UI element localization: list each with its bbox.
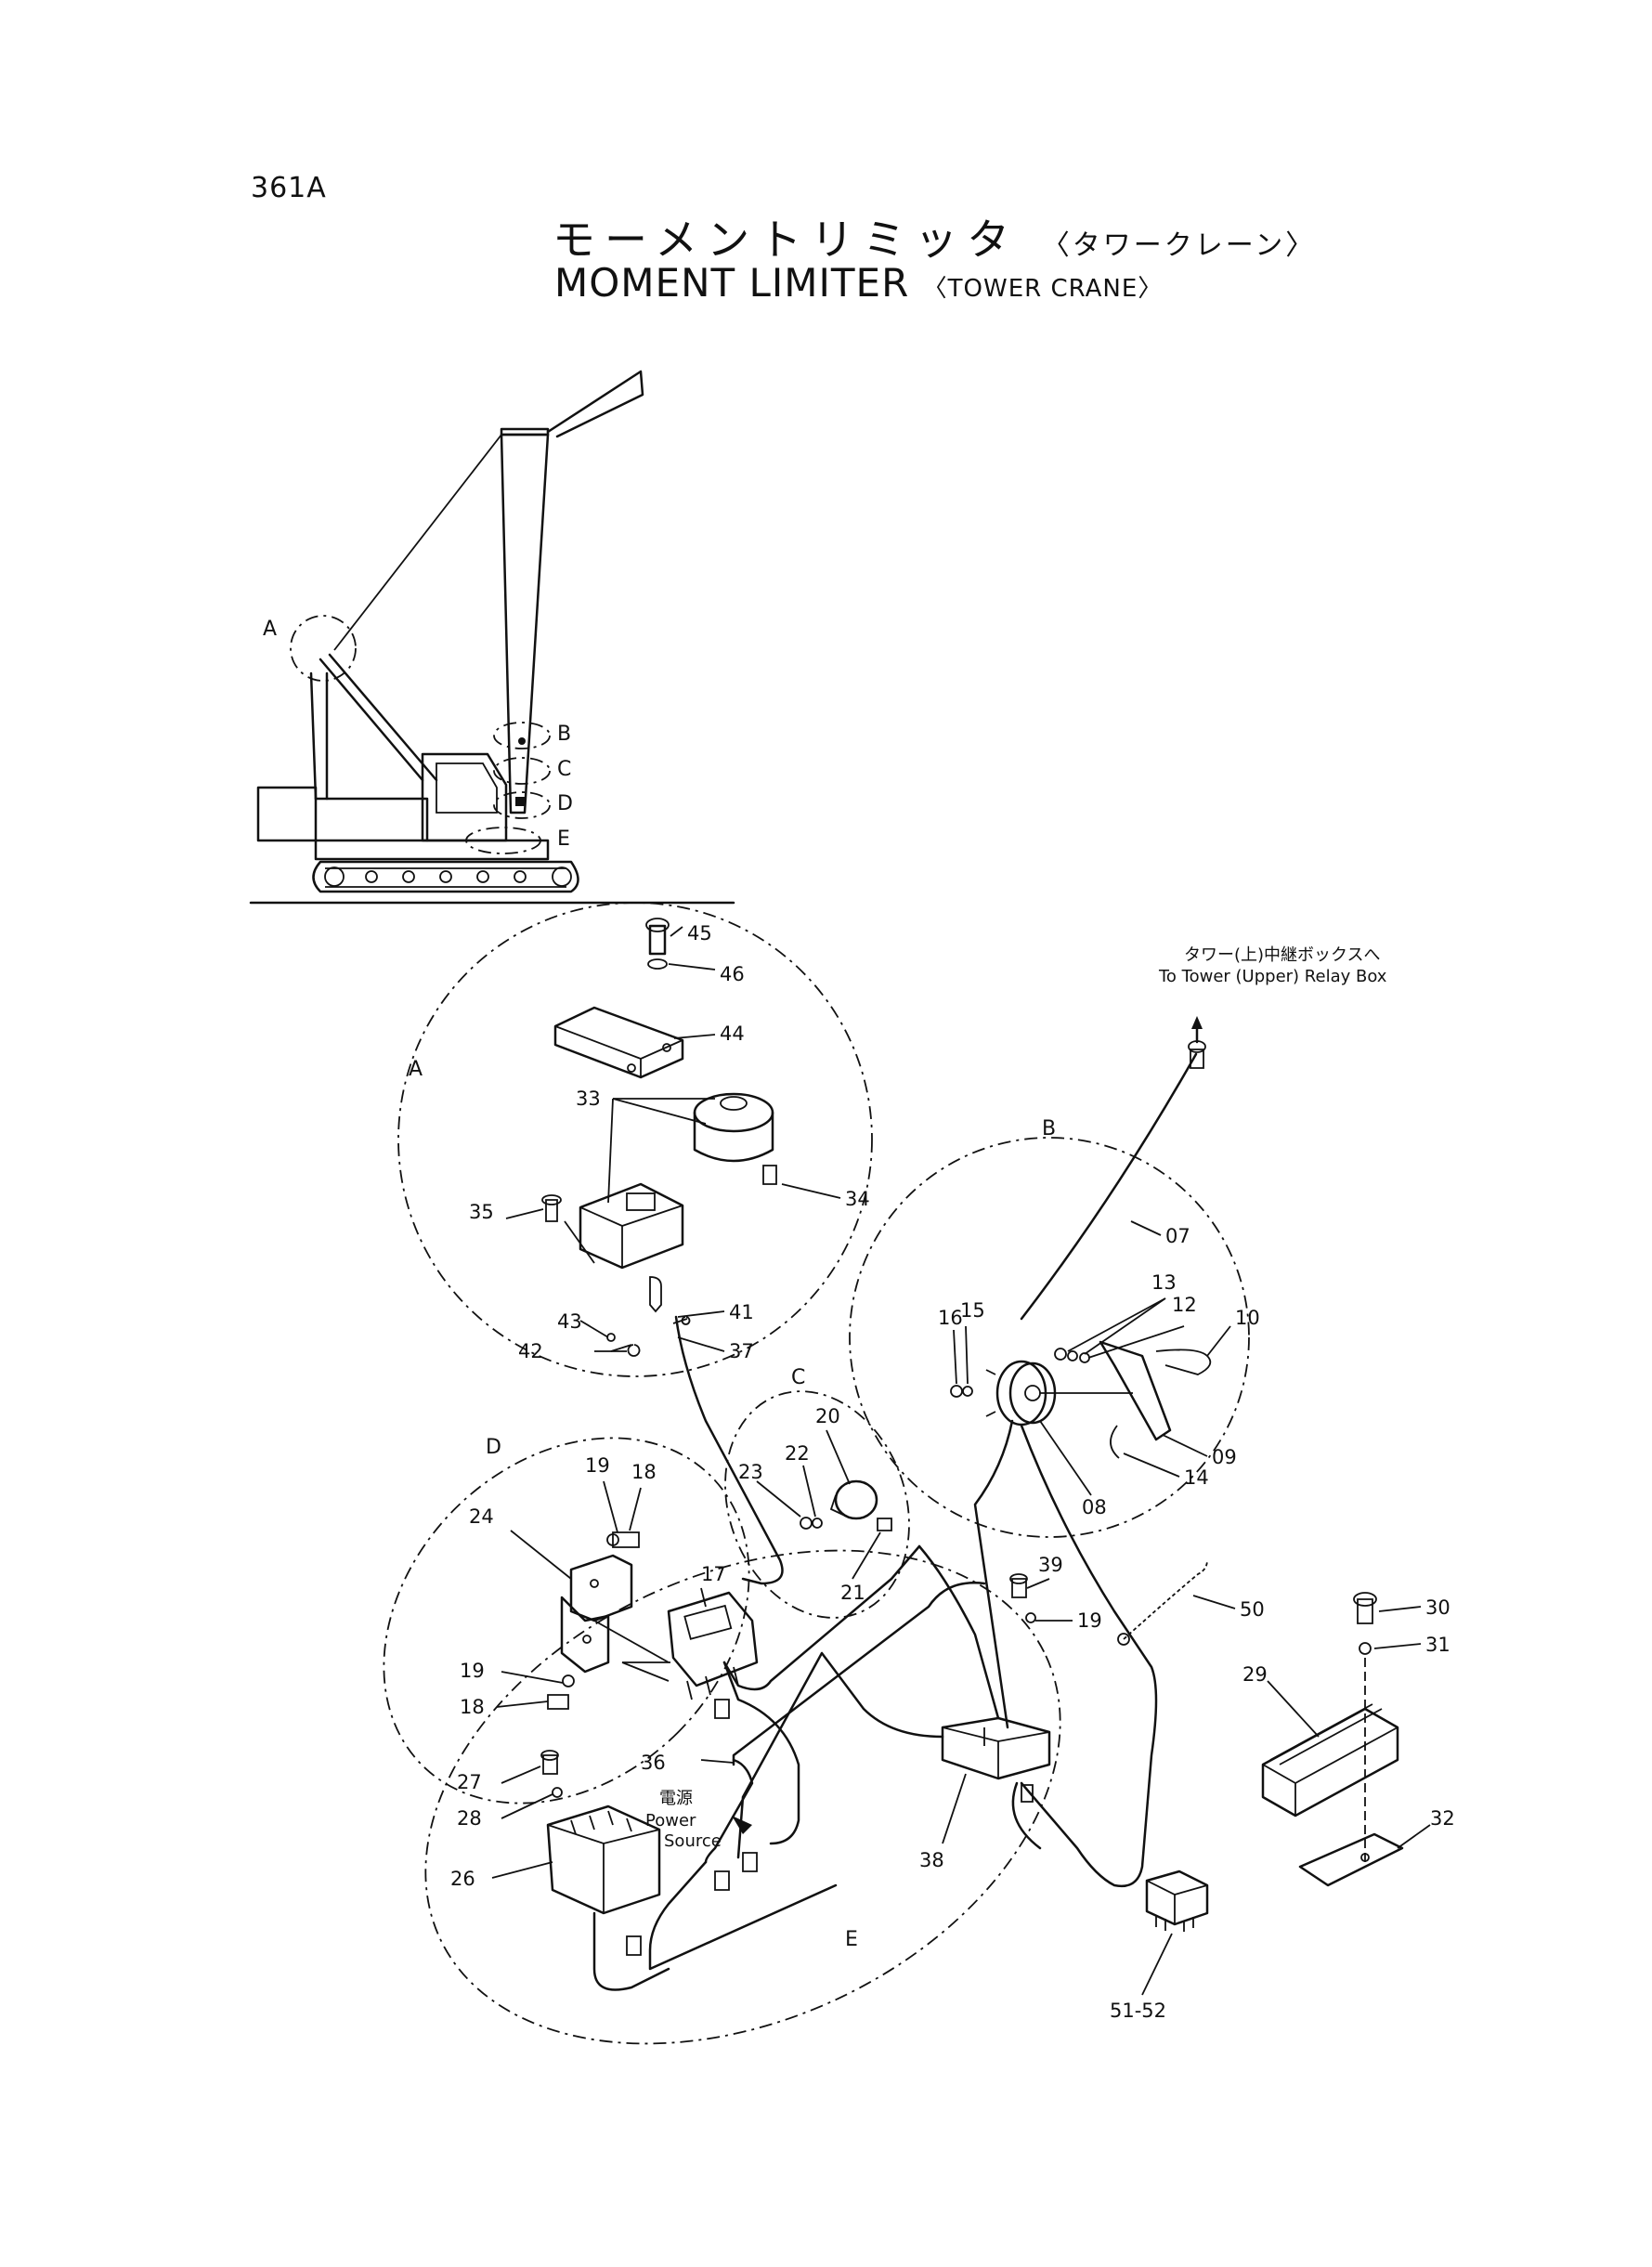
- callout-13: 13: [1151, 1271, 1177, 1294]
- detail-a-label: A: [409, 1058, 423, 1081]
- detail-d-label: D: [486, 1436, 501, 1459]
- callout-16: 16: [938, 1307, 963, 1329]
- callout-42: 42: [518, 1340, 543, 1362]
- overview-marker-d: D: [557, 792, 573, 815]
- callout-32: 32: [1430, 1807, 1455, 1830]
- detail-a: A 45 46 44 33 34: [397, 902, 873, 1377]
- detail-c: C 20 22 23 21: [724, 1366, 910, 1619]
- detail-e-label: E: [845, 1928, 858, 1951]
- callout-19-lower: 19: [460, 1660, 485, 1682]
- title-jp-sub: 〈タワークレーン〉: [1041, 229, 1317, 262]
- callout-23: 23: [738, 1461, 763, 1483]
- callout-30: 30: [1425, 1596, 1450, 1619]
- callout-15: 15: [960, 1299, 985, 1322]
- overview-marker-b: B: [557, 723, 571, 746]
- power-note-en-2: Source: [664, 1831, 722, 1851]
- callout-26: 26: [450, 1868, 475, 1890]
- callout-45: 45: [687, 922, 712, 945]
- callout-38: 38: [919, 1849, 944, 1871]
- callout-18-lower: 18: [460, 1696, 485, 1718]
- callout-08: 08: [1082, 1496, 1107, 1518]
- callout-36: 36: [641, 1752, 666, 1774]
- wiring-harness: [592, 1315, 1158, 1991]
- callout-35: 35: [469, 1201, 494, 1223]
- detail-d: D 19 18 24 17 19 18: [383, 1436, 759, 1804]
- callout-33: 33: [576, 1088, 601, 1110]
- overview-marker-c: C: [557, 758, 571, 781]
- callout-22: 22: [785, 1442, 810, 1465]
- callout-24: 24: [469, 1505, 494, 1528]
- page-number: 361A: [251, 172, 327, 204]
- callout-44: 44: [720, 1023, 745, 1045]
- callout-31: 31: [1425, 1634, 1450, 1656]
- detail-c-label: C: [791, 1366, 805, 1389]
- callout-34: 34: [845, 1188, 870, 1210]
- callout-19-right: 19: [1077, 1609, 1102, 1632]
- detail-b-label: B: [1042, 1117, 1056, 1140]
- callout-41: 41: [729, 1301, 754, 1323]
- crane-overview: A B C D E: [249, 370, 735, 905]
- callout-37: 37: [729, 1340, 754, 1362]
- callout-29: 29: [1242, 1663, 1268, 1686]
- callout-46: 46: [720, 963, 745, 985]
- title-jp-main: モーメントリミッタ: [553, 215, 1020, 265]
- callout-27: 27: [457, 1771, 482, 1793]
- callout-18-upper: 18: [631, 1461, 657, 1483]
- loose-parts: 50 30 31 29 32 51-52: [1110, 1559, 1455, 2022]
- callout-50: 50: [1240, 1598, 1265, 1621]
- callout-09: 09: [1212, 1446, 1237, 1468]
- callout-07: 07: [1165, 1225, 1190, 1247]
- callout-14: 14: [1184, 1466, 1209, 1489]
- title-en-main: MOMENT LIMITER: [554, 260, 910, 306]
- relay-box-note-en: To Tower (Upper) Relay Box: [1158, 967, 1387, 986]
- callout-21: 21: [840, 1582, 865, 1604]
- overview-marker-a: A: [263, 618, 277, 641]
- callout-20: 20: [815, 1405, 840, 1427]
- overview-marker-e: E: [557, 827, 570, 851]
- callout-17: 17: [701, 1563, 726, 1585]
- callout-43: 43: [557, 1310, 582, 1333]
- power-note-en-1: Power: [645, 1811, 696, 1831]
- callout-10: 10: [1235, 1307, 1260, 1329]
- title-english: MOMENT LIMITER 〈TOWER CRANE〉: [554, 260, 1163, 306]
- relay-box-note-jp: タワー(上)中継ボックスへ: [1184, 945, 1381, 965]
- callout-19-upper: 19: [585, 1454, 610, 1477]
- callout-12: 12: [1172, 1294, 1197, 1316]
- power-note-jp: 電源: [659, 1789, 693, 1808]
- callout-51-52: 51-52: [1110, 2000, 1166, 2022]
- callout-28: 28: [457, 1807, 482, 1830]
- callout-39: 39: [1038, 1554, 1063, 1576]
- title-japanese: モーメントリミッタ 〈タワークレーン〉: [553, 206, 1316, 267]
- detail-b: B 07 13 12 16 15 10 14 09 08: [849, 945, 1387, 1538]
- title-en-sub: 〈TOWER CRANE〉: [922, 275, 1164, 303]
